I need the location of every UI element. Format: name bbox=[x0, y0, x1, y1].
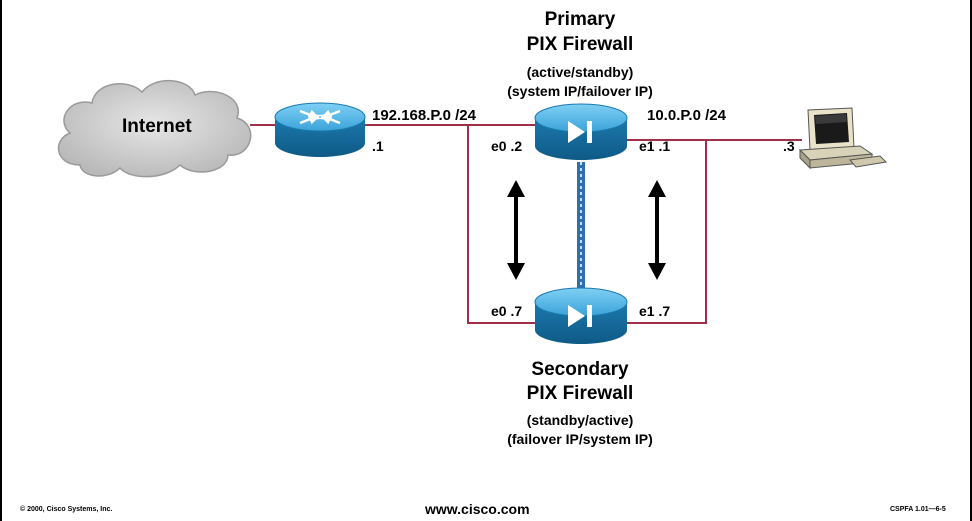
failover-arrow-right bbox=[648, 180, 666, 280]
primary-e0-label: e0 .2 bbox=[491, 138, 523, 154]
primary-pix-firewall-icon bbox=[534, 103, 628, 160]
network-links bbox=[250, 124, 802, 324]
primary-title-line1: Primary bbox=[544, 9, 616, 30]
outside-network-label: 192.168.P.0 /24 bbox=[372, 107, 476, 124]
footer-copyright: © 2000, Cisco Systems, Inc. bbox=[20, 506, 113, 513]
inside-network-label: 10.0.P.0 /24 bbox=[647, 107, 726, 124]
router-icon bbox=[274, 102, 366, 157]
footer-url: www.cisco.com bbox=[425, 501, 530, 517]
failover-arrow-left bbox=[507, 180, 525, 280]
secondary-e0-label: e0 .7 bbox=[491, 303, 523, 319]
host-address-label: .3 bbox=[783, 138, 795, 154]
workstation-icon bbox=[798, 107, 888, 170]
router-port-label: .1 bbox=[372, 138, 384, 154]
inside-secondary-link bbox=[622, 140, 707, 324]
outside-secondary-link bbox=[467, 125, 540, 324]
secondary-pix-firewall-icon bbox=[534, 287, 628, 344]
secondary-role: (standby/active) bbox=[526, 412, 634, 428]
secondary-title-line1: Secondary bbox=[531, 359, 629, 380]
internet-cloud-icon bbox=[57, 79, 252, 178]
secondary-title-line2: PIX Firewall bbox=[526, 383, 634, 404]
internet-label: Internet bbox=[122, 116, 192, 137]
primary-title-line2: PIX Firewall bbox=[526, 34, 634, 55]
secondary-e1-label: e1 .7 bbox=[639, 303, 671, 319]
secondary-addresses: (failover IP/system IP) bbox=[507, 431, 653, 447]
failover-cable bbox=[577, 162, 585, 294]
primary-role: (active/standby) bbox=[526, 64, 634, 80]
primary-addresses: (system IP/failover IP) bbox=[507, 83, 653, 99]
primary-e1-label: e1 .1 bbox=[639, 138, 671, 154]
footer-code: CSPFA 1.01—6-5 bbox=[890, 506, 946, 513]
